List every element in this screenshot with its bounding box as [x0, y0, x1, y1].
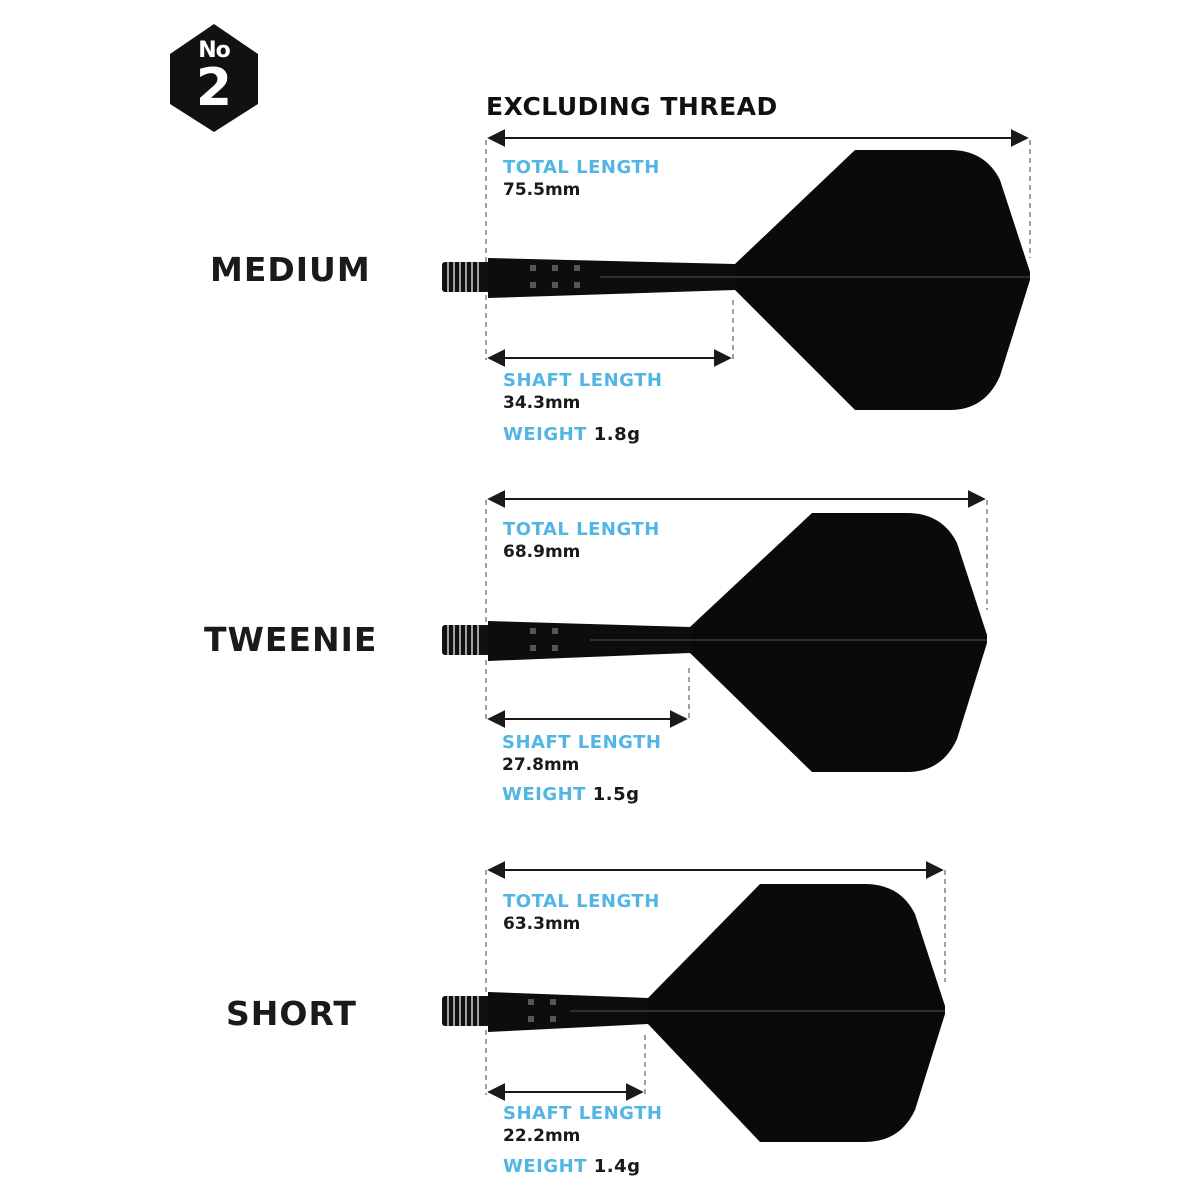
weight-row: WEIGHT 1.4g: [503, 1156, 641, 1177]
shaft-name-short: SHORT: [226, 994, 357, 1033]
excluding-thread-heading: EXCLUDING THREAD: [486, 92, 778, 121]
weight-label: WEIGHT: [503, 424, 587, 445]
shaft-name-medium: MEDIUM: [210, 250, 371, 289]
shaft-length-value: 34.3mm: [503, 393, 581, 413]
total-length-value: 68.9mm: [503, 542, 581, 562]
shaft-length-label: SHAFT LENGTH: [503, 370, 663, 391]
total-length-label: TOTAL LENGTH: [503, 891, 660, 912]
weight-label: WEIGHT: [502, 784, 586, 805]
shaft-length-label: SHAFT LENGTH: [503, 1103, 663, 1124]
total-length-value: 75.5mm: [503, 180, 581, 200]
weight-label: WEIGHT: [503, 1156, 587, 1177]
badge-prefix: No: [198, 38, 231, 63]
weight-value: 1.5g: [592, 784, 640, 805]
total-length-label: TOTAL LENGTH: [503, 157, 660, 178]
weight-value: 1.4g: [593, 1156, 641, 1177]
total-length-label: TOTAL LENGTH: [503, 519, 660, 540]
badge: No 2: [168, 24, 260, 132]
shaft-name-tweenie: TWEENIE: [204, 620, 378, 659]
weight-row: WEIGHT 1.8g: [503, 424, 641, 445]
badge-diamond: [170, 24, 258, 132]
dart-flight-tweenie: [442, 490, 988, 772]
total-length-value: 63.3mm: [503, 914, 581, 934]
badge-number: 2: [195, 58, 233, 118]
weight-value: 1.8g: [593, 424, 641, 445]
shaft-length-value: 22.2mm: [503, 1126, 581, 1146]
dart-flight-short: [442, 861, 946, 1142]
dart-flight-medium: [442, 129, 1031, 410]
shaft-length-value: 27.8mm: [502, 755, 580, 775]
weight-row: WEIGHT 1.5g: [502, 784, 640, 805]
shaft-length-label: SHAFT LENGTH: [502, 732, 662, 753]
